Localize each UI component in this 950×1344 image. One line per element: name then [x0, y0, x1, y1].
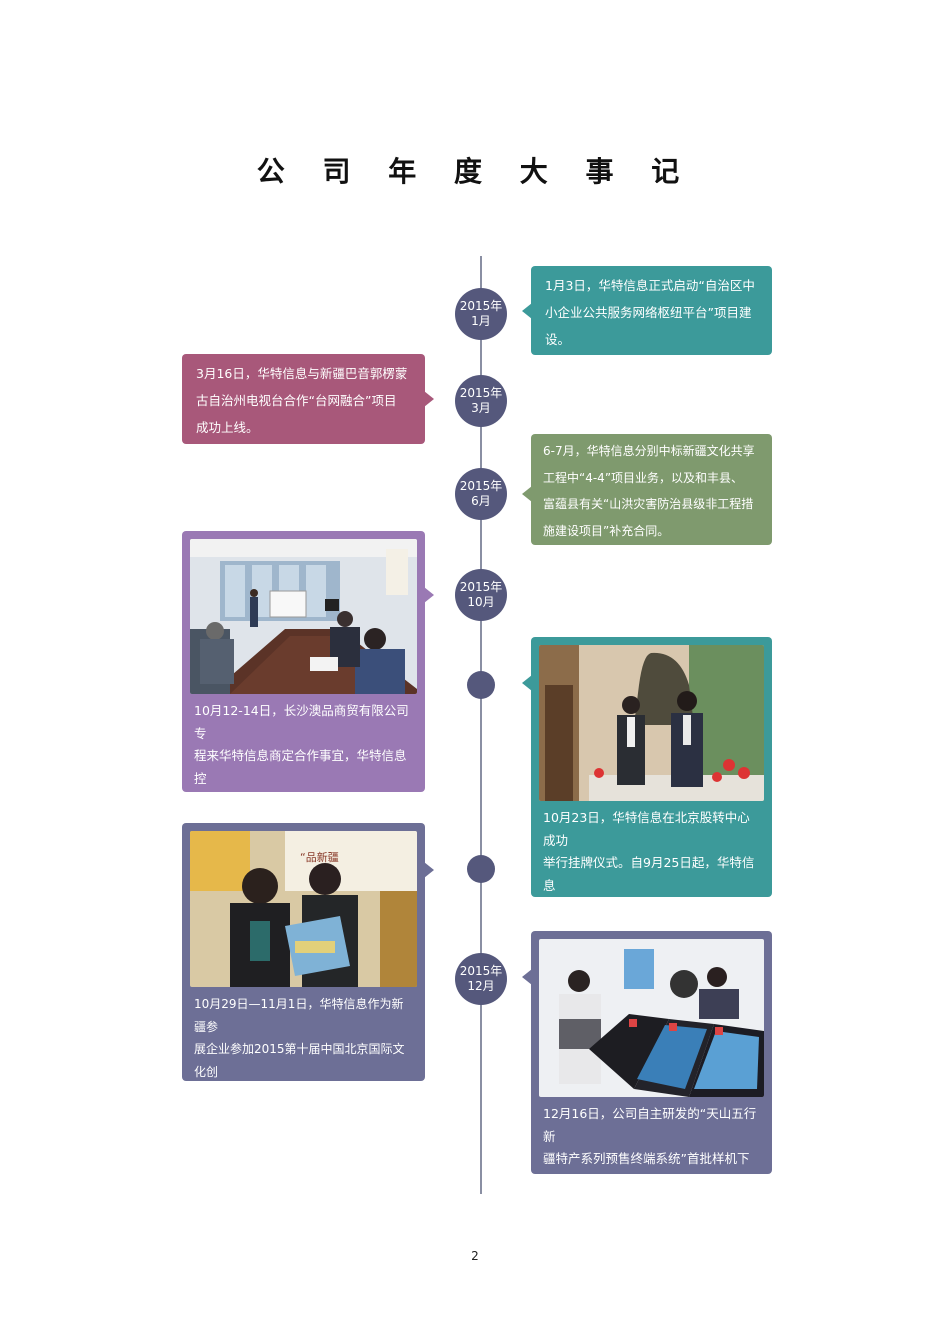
node-month: 3月	[471, 401, 491, 415]
page-number: 2	[471, 1249, 479, 1263]
timeline-node-2015-12: 2015年 12月	[455, 953, 507, 1005]
event-text: 3月16日，华特信息与新疆巴音郭楞蒙 古自治州电视台合作“台网融合”项目 成功上…	[196, 366, 408, 435]
node-year: 2015年	[459, 479, 503, 493]
event-text: 12月16日，公司自主研发的“天山五行新 疆特产系列预售终端系统”首批样机下线 …	[543, 1106, 757, 1211]
node-year: 2015年	[459, 299, 503, 313]
node-month: 6月	[471, 494, 491, 508]
node-month: 12月	[467, 979, 495, 993]
timeline-node-2015-06: 2015年 6月	[455, 468, 507, 520]
timeline-dot	[467, 671, 495, 699]
banner-text: “品新疆	[300, 850, 339, 864]
event-card-oct-29: “品新疆 10月29日—11月1日，华特信息作为新疆参 展企业参加2015第十届…	[182, 823, 434, 1146]
event-text: 10月29日—11月1日，华特信息作为新疆参 展企业参加2015第十届中国北京国…	[194, 997, 409, 1146]
event-card-oct-23: 10月23日，华特信息在北京股转中心成功 举行挂牌仪式。自9月25日起，华特信息…	[522, 637, 772, 960]
timeline-node-2015-03: 2015年 3月	[455, 375, 507, 427]
node-month: 1月	[471, 314, 491, 328]
ceremony-photo	[539, 645, 764, 801]
node-year: 2015年	[459, 964, 503, 978]
terminal-photo	[539, 939, 764, 1097]
timeline-node-2015-10: 2015年 10月	[455, 569, 507, 621]
event-text: 1月3日，华特信息正式启动“自治区中 小企业公共服务网络枢纽平台”项目建 设。	[545, 278, 755, 347]
timeline-node-2015-01: 2015年 1月	[455, 288, 507, 340]
timeline-dot	[467, 855, 495, 883]
event-card-mar: 3月16日，华特信息与新疆巴音郭楞蒙 古自治州电视台合作“台网融合”项目 成功上…	[182, 354, 434, 444]
node-year: 2015年	[459, 386, 503, 400]
event-card-dec: 12月16日，公司自主研发的“天山五行新 疆特产系列预售终端系统”首批样机下线 …	[522, 931, 772, 1211]
expo-photo: “品新疆	[190, 831, 417, 987]
event-card-jan: 1月3日，华特信息正式启动“自治区中 小企业公共服务网络枢纽平台”项目建 设。	[522, 266, 772, 355]
event-card-jun: 6-7月，华特信息分别中标新疆文化共享 工程中“4-4”项目业务，以及和丰县、 …	[522, 434, 772, 545]
node-month: 10月	[467, 595, 495, 609]
node-year: 2015年	[459, 580, 503, 594]
page-title: 公 司 年 度 大 事 记	[256, 155, 694, 188]
event-text: 6-7月，华特信息分别中标新疆文化共享 工程中“4-4”项目业务，以及和丰县、 …	[543, 444, 755, 538]
timeline-axis	[480, 256, 482, 1194]
event-card-oct-12: 10月12-14日，长沙澳品商贸有限公司专 程来华特信息商定合作事宜，华特信息控…	[182, 531, 434, 853]
meeting-photo	[190, 539, 417, 694]
